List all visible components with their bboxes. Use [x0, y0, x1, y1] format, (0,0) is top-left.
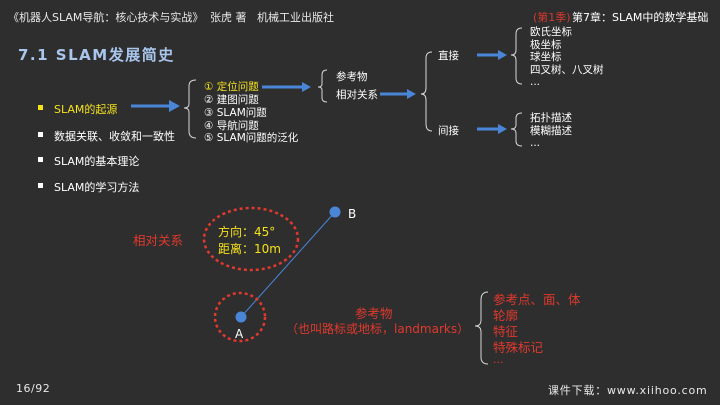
- direct-item-euclidean: 欧氏坐标: [530, 26, 572, 38]
- chapter-title: 第7章：SLAM中的数学基础: [572, 11, 709, 24]
- landmark-item-contour: 轮廓: [493, 308, 519, 323]
- point-a-ellipse: [213, 291, 267, 343]
- direction-value: 方向：45°: [218, 225, 276, 239]
- arrow-relation-to-types: [380, 89, 416, 99]
- relation-ellipse: [202, 206, 300, 272]
- relation-ref-label: 参考物: [336, 71, 368, 83]
- point-b-label: B: [348, 207, 357, 221]
- arrow-direct-to-items: [477, 50, 507, 60]
- bullet-square-icon: [38, 183, 43, 188]
- sub-item-generalization: ⑤ SLAM问题的泛化: [204, 132, 299, 144]
- landmark-item-more: ...: [493, 353, 504, 366]
- publisher: 机械工业出版社: [257, 11, 334, 24]
- bullet-square-icon: [38, 157, 43, 162]
- relation-rel-label: 相对关系: [336, 89, 378, 101]
- author: 张虎 著: [210, 11, 247, 24]
- landmark-item-marker: 特殊标记: [493, 340, 544, 355]
- direct-item-polar: 极坐标: [530, 39, 562, 51]
- brace-relation: [317, 69, 328, 103]
- indirect-label: 间接: [438, 125, 459, 137]
- reference-subtitle: （也叫路标或地标，landmarks）: [286, 322, 470, 336]
- direct-label: 直接: [438, 50, 459, 62]
- bullet-square-icon: [38, 132, 43, 137]
- indirect-item-fuzzy: 模糊描述: [530, 125, 572, 137]
- page-number: 16/92: [16, 382, 51, 395]
- brace-landmarks: [474, 291, 489, 365]
- landmark-item-points: 参考点、面、体: [493, 292, 581, 307]
- direct-item-more: ...: [530, 76, 541, 88]
- sub-item-mapping: ② 建图问题: [204, 94, 259, 106]
- indirect-item-topology: 拓扑描述: [530, 112, 572, 124]
- sub-item-localization: ① 定位问题: [204, 81, 259, 93]
- indirect-item-more: ...: [530, 137, 541, 149]
- direct-item-trees: 四叉树、八叉树: [530, 64, 604, 76]
- point-a-label: A: [235, 327, 244, 341]
- arrow-indirect-to-items: [477, 124, 507, 134]
- direct-item-spherical: 球坐标: [530, 51, 562, 63]
- sub-item-slam: ③ SLAM问题: [204, 107, 267, 119]
- brace-indirect-items: [510, 112, 523, 147]
- brace-direct-items: [510, 27, 523, 85]
- distance-value: 距离：10m: [218, 242, 281, 256]
- landmark-item-feature: 特征: [493, 324, 519, 339]
- point-b-marker: [329, 206, 341, 218]
- bullet-square-icon: [38, 105, 43, 110]
- point-a-marker: [235, 311, 247, 323]
- book-title: 《机器人SLAM导航：核心技术与实战》: [8, 11, 204, 24]
- download-site[interactable]: 课件下载：www.xiihoo.com: [548, 384, 708, 397]
- reference-title: 参考物: [355, 306, 393, 321]
- section-title: 7.1 SLAM发展简史: [18, 46, 175, 64]
- relation-caption: 相对关系: [133, 233, 184, 248]
- sub-item-navigation: ④ 导航问题: [204, 120, 259, 132]
- arrow-subitems-to-relation: [262, 82, 311, 92]
- arrow-origin-to-subitems: [131, 100, 180, 112]
- brace-subitems: [183, 79, 197, 139]
- season-tag: (第1季): [533, 11, 571, 24]
- brace-types: [420, 51, 433, 132]
